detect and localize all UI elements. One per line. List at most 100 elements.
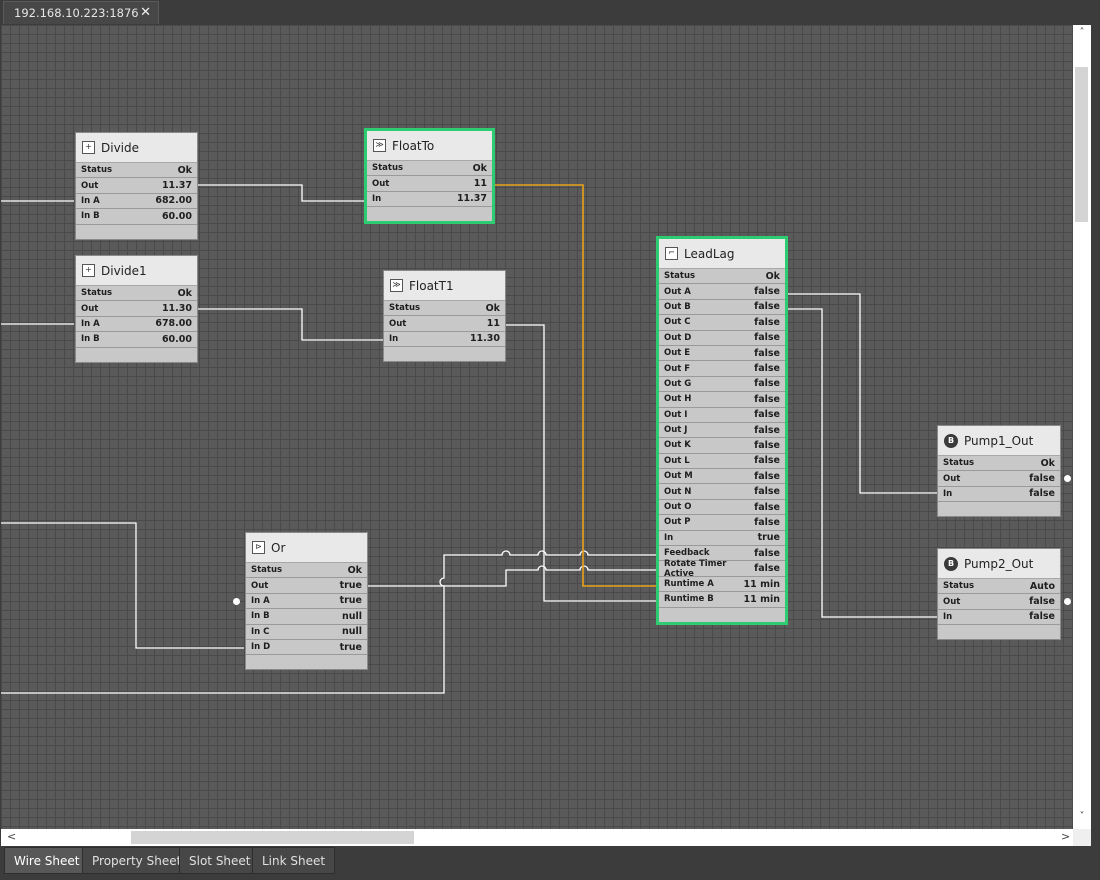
divide1-header[interactable]: +Divide1 <box>76 256 197 286</box>
or-input-pin[interactable] <box>233 598 240 605</box>
wire <box>1 522 244 649</box>
slot-value: false <box>754 393 780 405</box>
document-tab[interactable]: 192.168.10.223:1876 ✕ <box>3 1 159 24</box>
pump1-output-pin[interactable] <box>1064 475 1071 482</box>
slot-value: true <box>339 580 362 592</box>
scroll-down-icon[interactable]: ˅ <box>1079 811 1085 822</box>
slot-value: false <box>754 286 780 298</box>
slot-name: In <box>664 532 674 543</box>
leadlag-header[interactable]: ⌐LeadLag <box>659 239 785 269</box>
slot-value: false <box>1029 596 1055 608</box>
divide-header[interactable]: +Divide <box>76 133 197 163</box>
vertical-scrollbar[interactable]: ˄ ˅ <box>1073 25 1091 829</box>
slot-name: Out E <box>664 348 691 359</box>
wires <box>1 184 938 694</box>
block-footer <box>938 625 1060 639</box>
horizontal-scroll-thumb[interactable] <box>131 831 414 844</box>
wire <box>197 308 383 341</box>
slot-value: false <box>754 378 780 390</box>
floatto-header[interactable]: ≫FloatTo <box>367 131 492 161</box>
block-title: Divide <box>101 140 140 155</box>
tab-slot-sheet[interactable]: Slot Sheet <box>179 847 261 874</box>
slot-value: false <box>754 547 780 559</box>
scroll-up-icon[interactable]: ˄ <box>1079 27 1085 38</box>
slot-name: Out N <box>664 486 692 497</box>
slot-name: Status <box>943 581 975 592</box>
pump2-output-pin[interactable] <box>1064 598 1071 605</box>
horizontal-scrollbar[interactable]: < > <box>1 829 1073 846</box>
tab-title: 192.168.10.223:1876 <box>14 6 139 20</box>
scroll-right-icon[interactable]: > <box>1061 830 1071 843</box>
tab-link-sheet[interactable]: Link Sheet <box>252 847 336 874</box>
close-tab-icon[interactable]: ✕ <box>140 5 151 20</box>
slot-name: In A <box>251 595 270 606</box>
floatt1-header[interactable]: ≫FloatT1 <box>384 271 505 301</box>
slot-value: false <box>754 316 780 328</box>
tab-wire-sheet[interactable]: Wire Sheet <box>4 847 90 874</box>
or-header[interactable]: ⊳Or <box>246 533 367 563</box>
scroll-left-icon[interactable]: < <box>7 830 17 843</box>
vertical-scroll-thumb[interactable] <box>1075 67 1088 222</box>
tab-property-sheet[interactable]: Property Sheet <box>82 847 192 874</box>
